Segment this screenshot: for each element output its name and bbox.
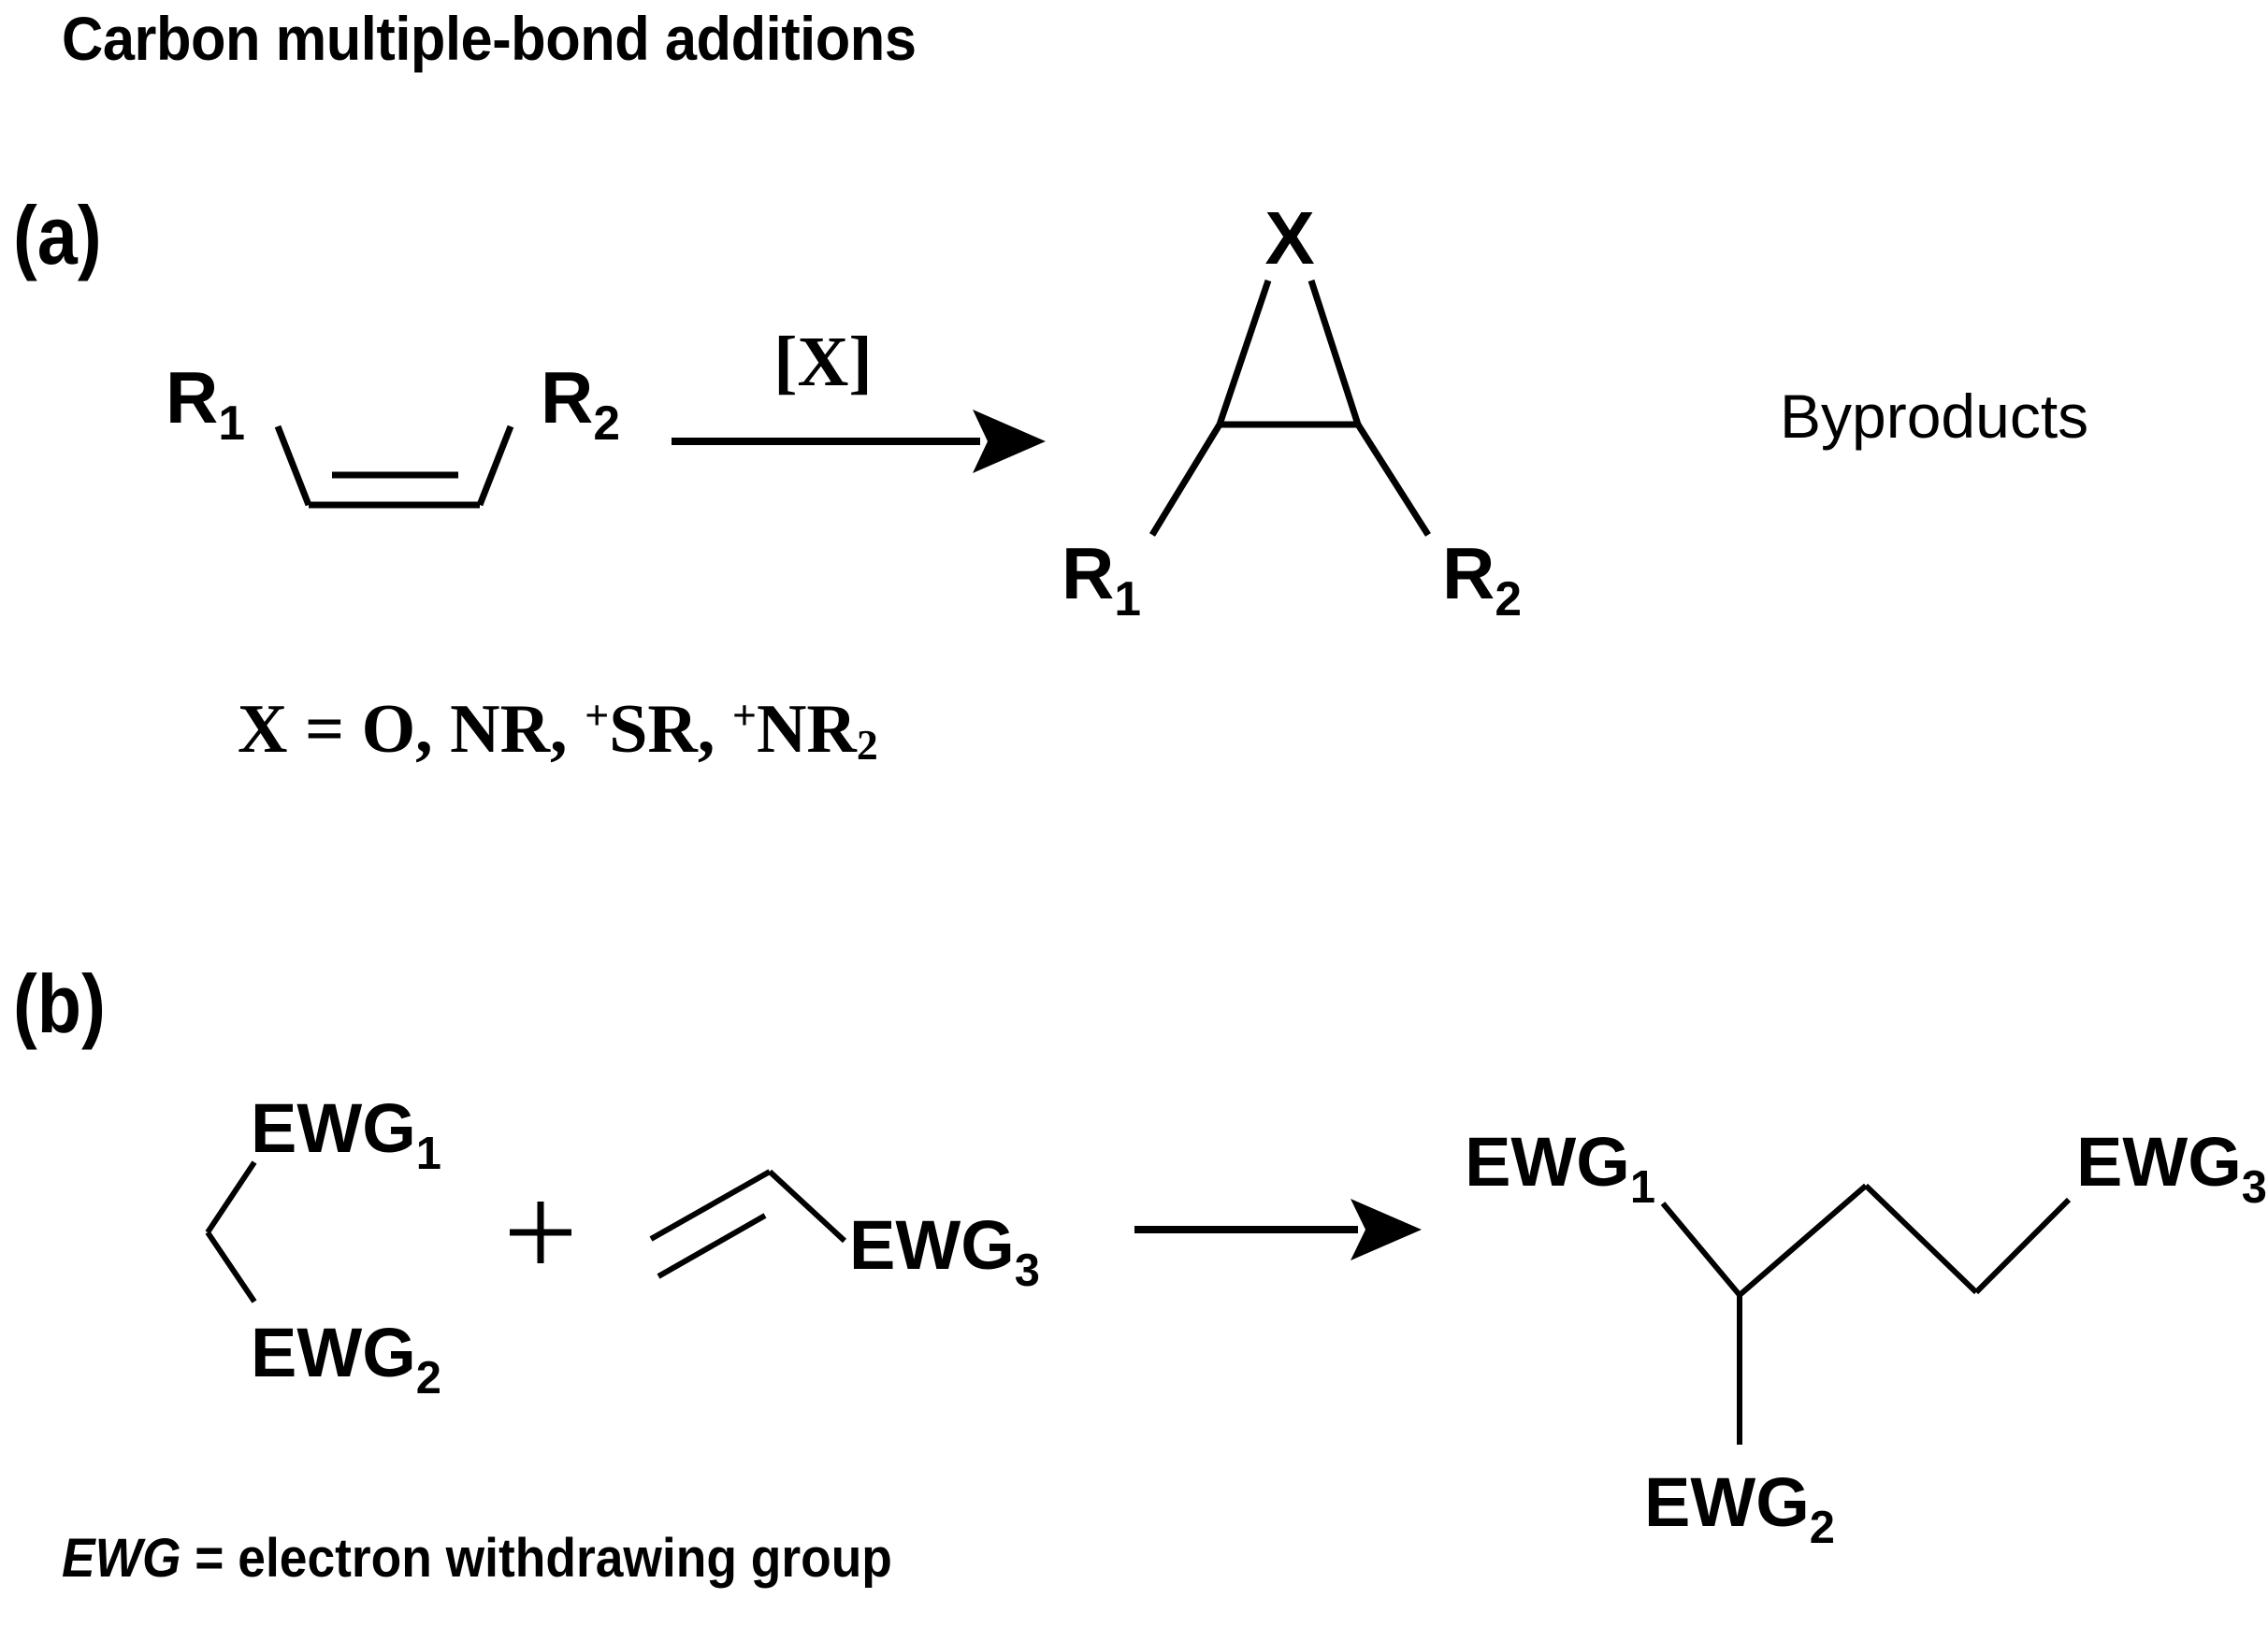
structure-bis-ewg-reactant: EWG1 EWG2 [205,1089,441,1404]
ewg-definition-legend: EWG = electron withdrawing group [62,1532,892,1586]
reactant-label-ewg2: EWG2 [251,1314,441,1404]
reactant-label-r2: R2 [541,356,620,450]
x-def-plus-2: + [731,691,757,739]
byproducts-label: Byproducts [1780,382,2089,451]
bond-cb-to-cc [1863,1183,1979,1295]
product-label-ewg3: EWG3 [2076,1123,2267,1213]
structure-vinyl-ewg-reactant: EWG3 [649,1169,1040,1296]
structure-three-membered-ring: X R1 R2 [1062,196,1522,626]
bond-vinyl-main [649,1169,772,1242]
x-definition-legend: X = O, NR, +SR, +NR2 [238,694,878,767]
arrow-head-b [1351,1199,1422,1260]
panel-label-a: (a) [13,189,102,281]
panel-label-b: (b) [13,957,106,1050]
x-def-group-2-subscript: 2 [856,721,878,770]
product-label-r2: R2 [1442,532,1522,626]
bond-vinyl-inner [657,1213,767,1279]
bond-x-to-c2 [1307,279,1362,426]
bond-vinyl-to-ewg3 [767,1169,847,1244]
ewg-definition-text: = electron withdrawing group [181,1528,892,1589]
structure-cis-alkene: R1 R2 [166,356,620,509]
product-label-r1: R1 [1062,532,1141,626]
reactant-label-ewg3: EWG3 [849,1206,1040,1296]
x-def-prefix: X = O, NR, [238,690,585,768]
bond-r1-to-c1 [274,425,312,507]
reaction-arrow-b [1134,1199,1422,1260]
product-label-ewg2: EWG2 [1644,1463,1835,1553]
bond-cc-to-ewg3 [1973,1197,2072,1295]
bond-ewg1-to-ca [1660,1202,1742,1297]
x-def-plus-1: + [585,691,610,739]
bond-ewg1-to-c [205,1160,257,1234]
structure-michael-adduct-product: EWG1 EWG2 EWG3 [1465,1123,2267,1553]
arrow-reagent-label-x: [X] [773,323,873,401]
reactant-label-r1: R1 [166,356,245,450]
reactant-label-ewg1: EWG1 [251,1089,441,1179]
ewg-abbrev: EWG [62,1528,181,1589]
plus-operator [510,1202,571,1263]
figure-title: Carbon multiple-bond additions [62,4,917,73]
bond-c2-to-r2 [476,425,514,507]
bond-ca-to-cb [1738,1183,1868,1298]
bond-c-to-ewg2 [205,1231,257,1303]
product-label-ewg1: EWG1 [1465,1123,1655,1213]
bond-x-to-c1 [1216,279,1272,426]
bond-c1-to-r1 [1149,423,1222,537]
bond-c2-to-r2 [1355,423,1431,537]
x-def-group-1: SR, [609,690,732,768]
product-label-x: X [1264,196,1314,280]
reaction-arrow-a: [X] [672,323,1046,473]
x-def-group-2: NR [756,690,857,768]
arrow-head-a [973,410,1046,473]
